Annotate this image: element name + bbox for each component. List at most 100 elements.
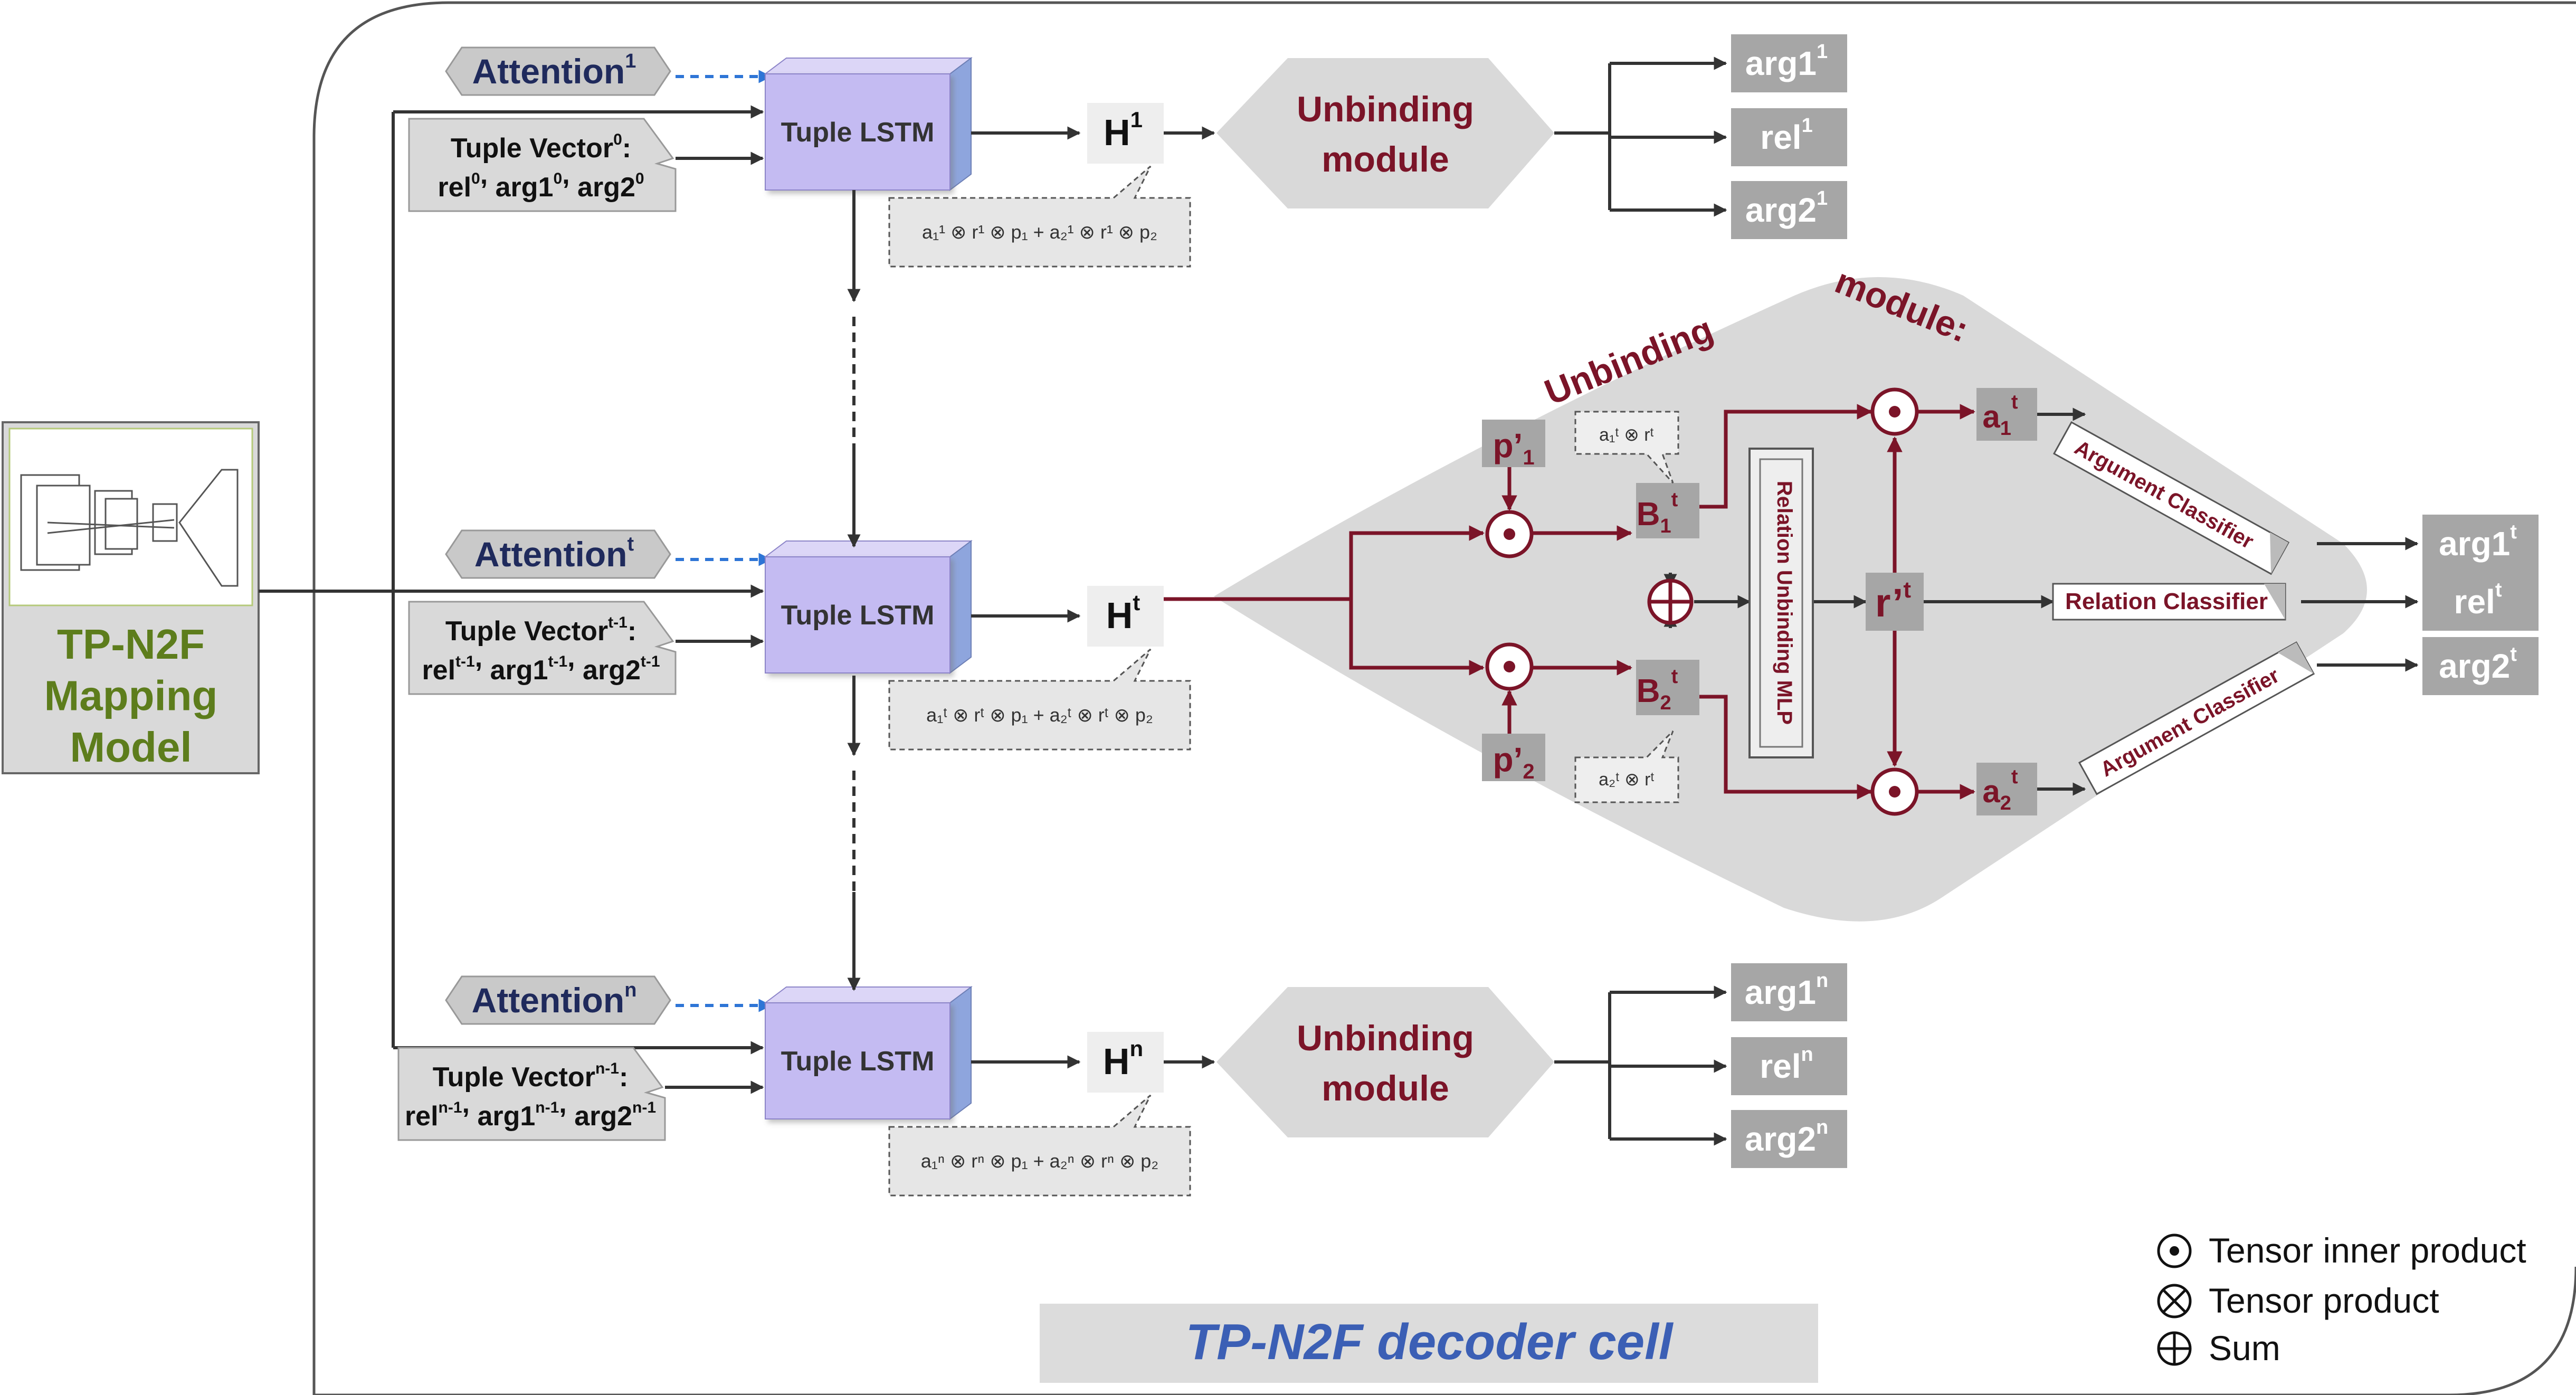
b1-box: [1636, 483, 1699, 538]
attention-label: Attentionn: [472, 979, 637, 1020]
output-label: arg2n: [1745, 1116, 1828, 1158]
module-wiring: [1164, 404, 1975, 800]
hidden-state-box: [1087, 103, 1164, 164]
a1-box: [1976, 388, 2037, 441]
lstm-side-face: [949, 540, 972, 674]
output-label: arg21: [1745, 187, 1828, 229]
unbinding-module-label-2: module: [1322, 1068, 1449, 1108]
hidden-state-label: Ht: [1106, 590, 1140, 636]
note-callout-b2: [1574, 730, 1679, 803]
relation-classifier: Relation Classifier: [2052, 583, 2286, 621]
p1-prime-label: p’1: [1493, 426, 1534, 469]
inner-product-icon: [1870, 387, 1919, 436]
tuple-vector-components: rel0, arg10, arg20: [438, 159, 644, 203]
output-box: [1731, 963, 1847, 1021]
p2-prime-box: [1482, 734, 1545, 781]
p1-prime-box: [1482, 420, 1545, 467]
tuple-lstm-box: [765, 73, 950, 191]
attention-label: Attention1: [472, 50, 636, 91]
r-prime-box: [1866, 573, 1924, 631]
r-prime-label: r’t: [1875, 577, 1912, 625]
tensor-product-icon: [2157, 1284, 2192, 1318]
tuple-vector-title: Tuple Vectort-1:: [445, 614, 636, 647]
output-label: relt: [2454, 579, 2502, 621]
attention-pill: [445, 46, 671, 96]
unbinding-module-shape: [1216, 987, 1554, 1137]
b2-box: [1636, 660, 1699, 715]
output-label: arg2t: [2439, 643, 2517, 685]
b2-label: B2t: [1637, 666, 1678, 714]
tuple-vector-components: reln-1, arg1n-1, arg2n-1: [405, 1088, 656, 1132]
decoder-label: TP-N2F decoder cell: [1186, 1314, 1674, 1370]
hidden-state-label: Hn: [1103, 1036, 1143, 1082]
a1-label: a1t: [1982, 391, 2018, 440]
b1-label: B1t: [1637, 489, 1678, 537]
tuple-lstm-label: Tuple LSTM: [781, 117, 935, 148]
trunk-connectors: [392, 105, 764, 1055]
p2-prime-label: p’2: [1493, 741, 1534, 783]
tuple-lstm-box: [765, 556, 950, 673]
formula-callout: [888, 1094, 1191, 1197]
a2-box: [1976, 763, 2037, 815]
a2-label: a2t: [1982, 766, 2018, 814]
note-b1-text: a₁ᵗ ⊗ rᵗ: [1599, 425, 1654, 445]
formula-text: a₁¹ ⊗ r¹ ⊗ p₁ + a₂¹ ⊗ r¹ ⊗ p₂: [922, 221, 1157, 243]
legend-label: Tensor product: [2209, 1281, 2439, 1320]
note-callout-b1: [1574, 411, 1679, 484]
output-label: arg1n: [1745, 970, 1828, 1011]
unbinding-module-label-1: Unbinding: [1297, 89, 1474, 129]
neural-network-icon: [20, 469, 239, 587]
legend-label: Sum: [2209, 1328, 2280, 1368]
unbinding-module-label-2: module: [1322, 139, 1449, 179]
sum-icon: [2157, 1331, 2192, 1366]
output-box: [1731, 181, 1847, 239]
lstm-top-face: [764, 986, 973, 1003]
output-label: rel1: [1760, 115, 1812, 156]
output-label: arg11: [1745, 41, 1828, 82]
inner-product-icon: [1485, 642, 1534, 691]
output-box: [1731, 108, 1847, 166]
output-label: reln: [1760, 1043, 1813, 1085]
output-box: [1731, 1110, 1847, 1168]
relation-unbinding-mlp-label: Relation Unbinding MLP: [1773, 481, 1796, 725]
expanded-unbinding-module: Unbinding module:: [1164, 261, 2419, 922]
formula-callout: [888, 648, 1191, 751]
inner-product-icon: [2157, 1233, 2192, 1268]
formula-text: a₁ⁿ ⊗ rⁿ ⊗ p₁ + a₂ⁿ ⊗ rⁿ ⊗ p₂: [921, 1150, 1159, 1172]
lstm-side-face: [949, 57, 972, 191]
hidden-state-label: H1: [1104, 107, 1143, 153]
tuple-lstm-box: [765, 1002, 950, 1119]
tuple-vector-title: Tuple Vector0:: [451, 131, 631, 164]
output-label: arg1t: [2439, 521, 2517, 563]
relation-unbinding-mlp-inner: [1759, 458, 1803, 748]
output-box: [1731, 34, 1847, 92]
inner-product-icon: [1870, 767, 1919, 816]
formula-text: a₁ᵗ ⊗ rᵗ ⊗ p₁ + a₂ᵗ ⊗ rᵗ ⊗ p₂: [926, 704, 1153, 726]
tuple-vector-box: [408, 601, 677, 695]
formula-callout: [888, 165, 1191, 268]
sum-icon: [1647, 578, 1694, 625]
tuple-lstm-label: Tuple LSTM: [781, 1046, 935, 1077]
tuple-vector-title: Tuple Vectorn-1:: [433, 1060, 629, 1093]
note-b2-text: a₂ᵗ ⊗ rᵗ: [1599, 770, 1655, 790]
tuple-lstm-label: Tuple LSTM: [781, 600, 935, 631]
output-box: [2422, 637, 2539, 695]
lstm-top-face: [764, 58, 973, 74]
inner-product-icon: [1485, 510, 1534, 558]
relation-classifier-label: Relation Classifier: [2065, 589, 2268, 614]
unbinding-module-label-1: Unbinding: [1297, 1018, 1474, 1058]
tuple-vector-box: [397, 1047, 666, 1141]
decoder-cell-frame: [312, 1, 2576, 1395]
unbinding-module-shape: [1216, 58, 1554, 208]
attention-pill: [445, 529, 671, 579]
output-box: [2422, 573, 2539, 631]
tuple-vector-components: relt-1, arg1t-1, arg2t-1: [422, 642, 660, 686]
attention-pill: [445, 975, 671, 1025]
decoder-label-box: [1040, 1304, 1818, 1383]
